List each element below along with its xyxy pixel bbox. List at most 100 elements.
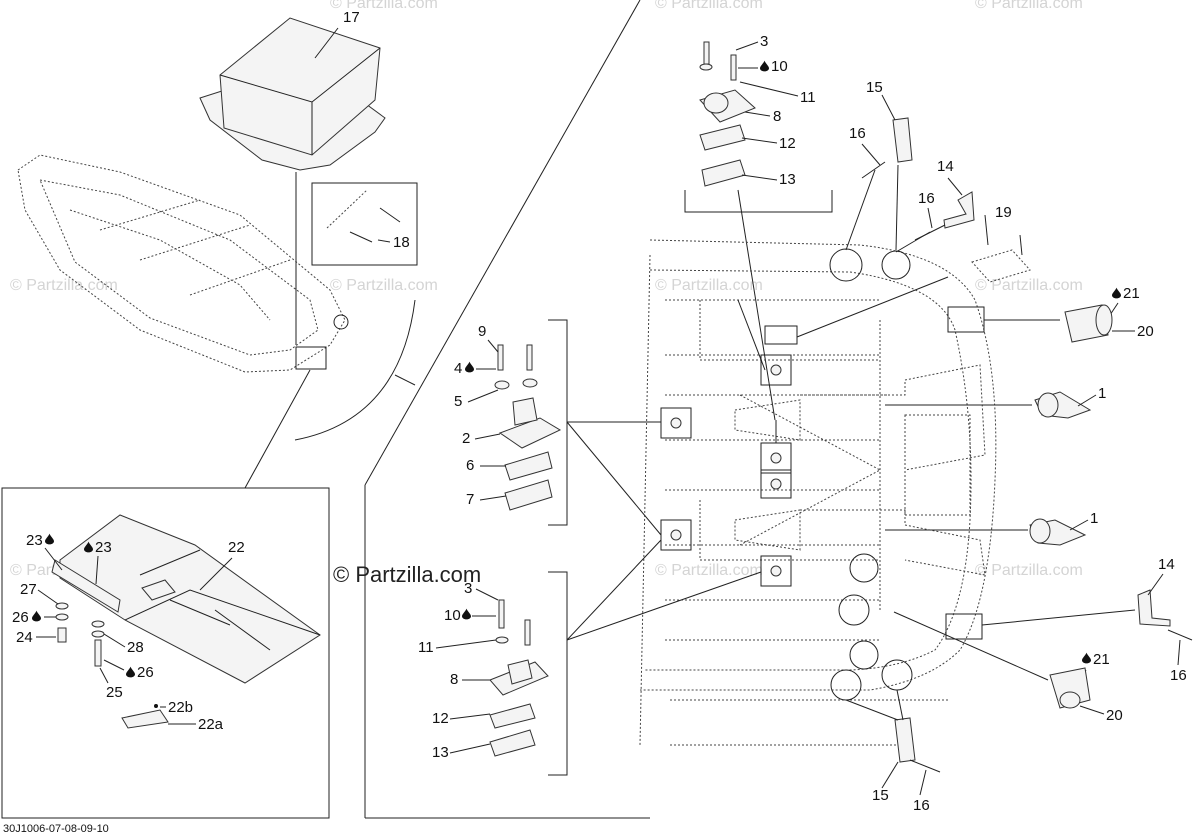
watermark-text: © Partzilla.com — [655, 277, 763, 294]
callout-26: 26 — [137, 664, 154, 681]
detail-circle — [849, 553, 879, 583]
mount-location-box — [760, 555, 792, 587]
detail-circle — [881, 250, 911, 280]
callout-6: 6 — [466, 457, 474, 474]
mount-location-box — [760, 469, 792, 499]
mount-stack-upper-left: 9 4 5 2 6 7 — [454, 319, 568, 526]
inset-18 — [311, 182, 418, 266]
frame-inset: 23 23 22 27 26 24 28 26 25 22b 22a — [1, 487, 330, 819]
bracket-22a — [121, 709, 169, 729]
watermark-text: © Partzilla.com — [975, 562, 1083, 579]
partzilla-watermark: © Partzilla.com — [333, 562, 481, 587]
callout-25: 25 — [106, 684, 123, 701]
callout-24: 24 — [16, 629, 33, 646]
callout-10: 10 — [444, 607, 461, 624]
callout-4: 4 — [454, 360, 462, 377]
callout-15: 15 — [872, 787, 889, 804]
mount-location-box — [660, 407, 692, 439]
callout-23: 23 — [26, 532, 43, 549]
mount-location-box — [945, 613, 983, 640]
callout-12: 12 — [432, 710, 449, 727]
bracket-14 — [1137, 589, 1171, 627]
watermark-text: © Partzilla.com — [655, 0, 763, 12]
drawing-code: 30J1006-07-08-09-10 — [3, 823, 109, 835]
oil-drop-icon — [462, 608, 471, 620]
divider-line — [244, 369, 311, 489]
callout-22: 22 — [228, 539, 245, 556]
detail-circle — [829, 248, 863, 282]
callout-1: 1 — [1098, 385, 1106, 402]
oil-drop-icon — [126, 666, 135, 678]
detail-circle — [830, 669, 862, 701]
detail-box — [295, 346, 327, 370]
callout-15: 15 — [866, 79, 883, 96]
callout-26: 26 — [12, 609, 29, 626]
callout-22b: 22b — [168, 699, 193, 716]
callout-11: 11 — [800, 89, 816, 106]
watermark-text: © Partzilla.com — [975, 277, 1083, 294]
boat-overview: 17 18 — [17, 9, 418, 441]
callout-21: 21 — [1123, 285, 1140, 302]
callout-18: 18 — [393, 234, 410, 251]
oil-drop-icon — [465, 361, 474, 373]
mount-stack-lower-left: 3 10 11 8 12 13 — [418, 571, 568, 776]
callout-1: 1 — [1090, 510, 1098, 527]
callout-8: 8 — [773, 108, 781, 125]
mount-stack-top: 3 10 11 8 12 13 — [684, 33, 833, 421]
boat-hull — [17, 154, 346, 373]
callout-12: 12 — [779, 135, 796, 152]
watermark-text: © Partzilla.com — [330, 0, 438, 12]
callout-3: 3 — [464, 580, 472, 597]
callout-21: 21 — [1093, 651, 1110, 668]
hull-outline — [640, 239, 997, 691]
callout-14: 14 — [937, 158, 954, 175]
detail-circle — [838, 594, 870, 626]
bracket-15 — [894, 717, 916, 763]
frame-bracket — [51, 559, 121, 613]
storage-tub — [219, 17, 381, 156]
bracket-14 — [943, 191, 975, 229]
callout-20: 20 — [1106, 707, 1123, 724]
callout-2: 2 — [462, 430, 470, 447]
watermark-text: © Partzilla.com — [330, 277, 438, 294]
mount-location-box — [764, 325, 798, 345]
engine-mount — [498, 417, 562, 449]
callout-11: 11 — [418, 639, 434, 656]
detail-circle — [849, 640, 879, 670]
divider-line — [364, 0, 641, 486]
callout-9: 9 — [478, 323, 486, 340]
callout-28: 28 — [127, 639, 144, 656]
detail-marker — [333, 314, 349, 330]
callout-23: 23 — [95, 539, 112, 556]
oil-drop-icon — [45, 533, 54, 545]
callout-10: 10 — [771, 58, 788, 75]
callout-19: 19 — [995, 204, 1012, 221]
callout-3: 3 — [760, 33, 768, 50]
callout-27: 27 — [20, 581, 37, 598]
callout-16: 16 — [849, 125, 866, 142]
bracket-15 — [892, 117, 913, 163]
hull-top-view: 15 16 14 16 19 21 20 1 1 — [566, 79, 1193, 814]
callout-17: 17 — [343, 9, 360, 26]
callout-16: 16 — [918, 190, 935, 207]
detail-circle — [881, 659, 913, 691]
oil-drop-icon — [1082, 652, 1091, 664]
callout-16: 16 — [913, 797, 930, 814]
oil-drop-icon — [760, 60, 769, 72]
callout-16: 16 — [1170, 667, 1187, 684]
callout-22a: 22a — [198, 716, 224, 733]
watermark-text: © Partzilla.com — [975, 0, 1083, 12]
callout-13: 13 — [432, 744, 449, 761]
oil-drop-icon — [32, 610, 41, 622]
callout-20: 20 — [1137, 323, 1154, 340]
watermark-text: © Partzilla.com — [10, 277, 118, 294]
callout-8: 8 — [450, 671, 458, 688]
faint-watermarks: © Partzilla.com © Partzilla.com © Partzi… — [10, 0, 1083, 579]
oil-drop-icon — [1112, 287, 1121, 299]
view-arc — [294, 299, 416, 441]
seat-frame — [59, 514, 321, 684]
callout-14: 14 — [1158, 556, 1175, 573]
callout-5: 5 — [454, 393, 462, 410]
mount-location-box — [760, 354, 792, 386]
